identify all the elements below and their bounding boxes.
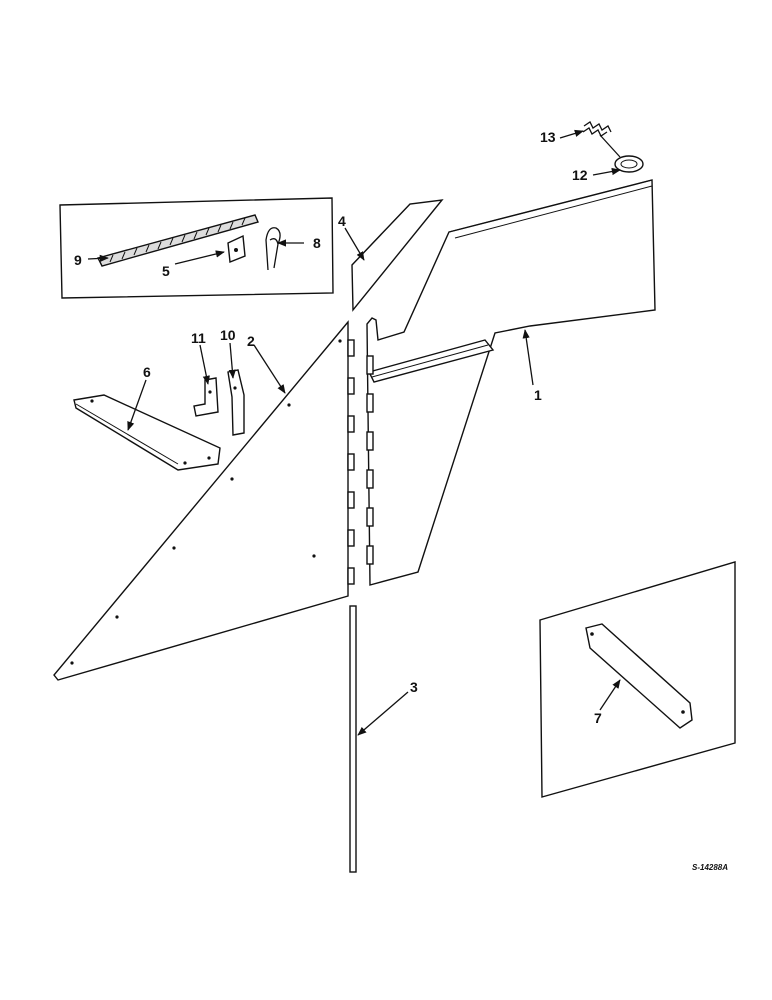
callout-2: 2 (247, 333, 255, 349)
callout-8: 8 (313, 235, 321, 251)
brace-7-part (585, 623, 693, 729)
callout-1: 1 (534, 387, 542, 403)
bracket-11-part (193, 377, 219, 417)
pin-12-part (599, 134, 644, 173)
leader-lines (87, 129, 621, 736)
hinge-rod-part (349, 605, 357, 873)
drawing-code: S-14288A (692, 863, 728, 872)
inset-box-brace (539, 561, 736, 798)
small-bracket-part (227, 234, 246, 263)
callout-10: 10 (220, 327, 236, 343)
angle-bracket-part (73, 394, 221, 471)
callout-5: 5 (162, 263, 170, 279)
callout-6: 6 (143, 364, 151, 380)
callout-9: 9 (74, 252, 82, 268)
callout-3: 3 (410, 679, 418, 695)
side-panel-part (366, 179, 656, 586)
spring-13-part (582, 121, 612, 137)
callout-labels: 1 2 3 4 5 6 7 8 9 10 11 12 13 (74, 129, 602, 726)
callout-11: 11 (191, 330, 206, 346)
hinge-strip-part (96, 214, 259, 267)
callout-7: 7 (594, 710, 602, 726)
triangle-panel-part (53, 320, 355, 681)
inset-box-hardware (59, 197, 334, 299)
callout-13: 13 (540, 129, 556, 145)
callout-4: 4 (338, 213, 346, 229)
strap-10-part (227, 369, 245, 436)
callout-12: 12 (572, 167, 588, 183)
